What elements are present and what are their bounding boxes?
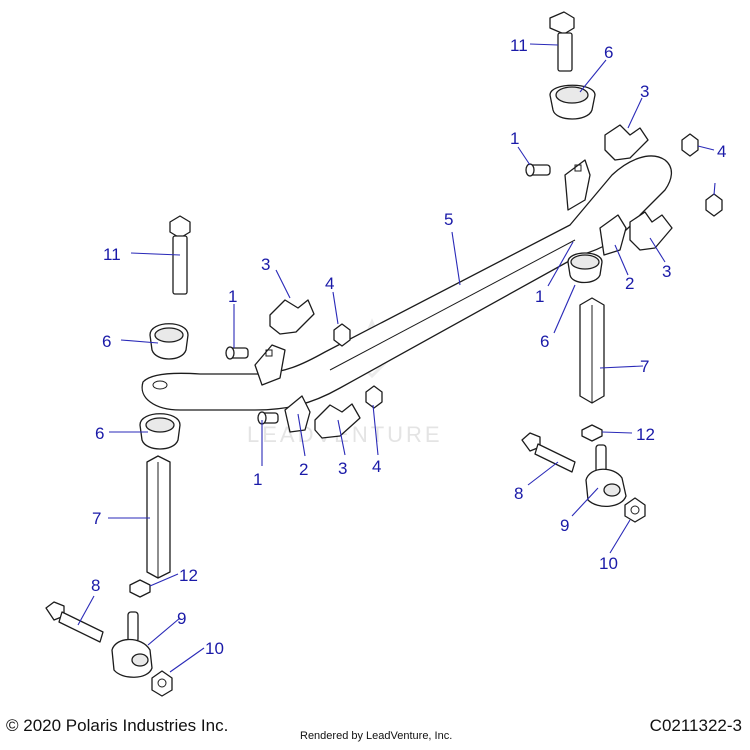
clamp-3-right: [629, 211, 673, 251]
end-link-9-left: [111, 611, 153, 678]
bracket-2-left-upper: [254, 344, 286, 386]
nut-4-upper-b: [705, 193, 723, 217]
copyright-text: © 2020 Polaris Industries Inc.: [6, 716, 229, 735]
callout-4-left-lower: 4: [372, 457, 381, 476]
callout-5: 5: [444, 210, 453, 229]
callout-3-upper: 3: [640, 82, 649, 101]
rendered-by-text: Rendered by LeadVenture, Inc.: [300, 730, 453, 742]
bracket-2-upper: [564, 159, 591, 211]
bracket-2-left-lower: [284, 395, 311, 433]
callout-labels: 11 6 3 1 4 5 1 2 3 6 7 11 3 1 4 6 6 12 1…: [91, 36, 726, 658]
nut-4-upper-a: [681, 133, 699, 157]
nut-10-right: [624, 497, 646, 523]
bushing-6-left-lower: [139, 413, 181, 450]
callout-3-left-upper: 3: [261, 255, 270, 274]
callout-12-right: 12: [636, 425, 655, 444]
callout-7-right: 7: [640, 357, 649, 376]
callout-1-left-upper: 1: [228, 287, 237, 306]
callout-11-left: 11: [103, 245, 121, 264]
callout-10-left: 10: [205, 639, 224, 658]
callout-1-left-lower: 1: [253, 470, 262, 489]
nut-4-left-upper: [333, 323, 351, 347]
link-7-left: [146, 455, 171, 579]
bolt-8-right: [521, 432, 576, 473]
nut-4-left-lower: [365, 385, 383, 409]
bolt-1-left: [225, 346, 249, 360]
bolt-8-left: [45, 601, 104, 643]
callout-12-left: 12: [179, 566, 198, 585]
callout-3-right: 3: [662, 262, 671, 281]
callout-8-left: 8: [91, 576, 100, 595]
end-link-9-right: [585, 444, 627, 507]
callout-6-left-lower: 6: [95, 424, 104, 443]
callout-2-left-lower: 2: [299, 460, 308, 479]
bolt-1-upper: [525, 163, 551, 177]
clamp-3-left-upper: [269, 299, 315, 335]
nut-12-left: [129, 579, 151, 598]
callout-6-left-upper: 6: [102, 332, 111, 351]
callout-9-right: 9: [560, 516, 569, 535]
bushing-6-right: [567, 252, 603, 284]
bolt-11-upper: [549, 11, 575, 72]
bolt-1-left-lower: [257, 411, 279, 425]
callout-2-right: 2: [625, 274, 634, 293]
nut-10-left: [151, 670, 173, 697]
callout-9-left: 9: [177, 609, 186, 628]
callout-11-upper: 11: [510, 36, 528, 55]
callout-8-right: 8: [514, 484, 523, 503]
bracket-2-right: [599, 214, 627, 256]
callout-6-right: 6: [540, 332, 549, 351]
callout-3-left-lower: 3: [338, 459, 347, 478]
callout-4-left-upper: 4: [325, 274, 334, 293]
leader-lines: [77, 43, 716, 673]
bar-end-eye: [152, 380, 168, 390]
callout-4-upper: 4: [717, 142, 726, 161]
nut-12-right: [581, 424, 603, 442]
clamp-3-upper: [604, 124, 649, 161]
callout-10-right: 10: [599, 554, 618, 573]
callout-1-right: 1: [535, 287, 544, 306]
bolt-11-left: [169, 215, 191, 295]
link-7-right: [579, 297, 605, 404]
callout-1-upper: 1: [510, 129, 519, 148]
callout-6-upper: 6: [604, 43, 613, 62]
callout-7-left: 7: [92, 509, 101, 528]
bushing-6-left-upper: [149, 323, 189, 360]
bushing-6-upper: [549, 84, 596, 120]
clamp-3-left-lower: [314, 403, 361, 439]
drawing-code: C0211322-3: [649, 716, 742, 735]
